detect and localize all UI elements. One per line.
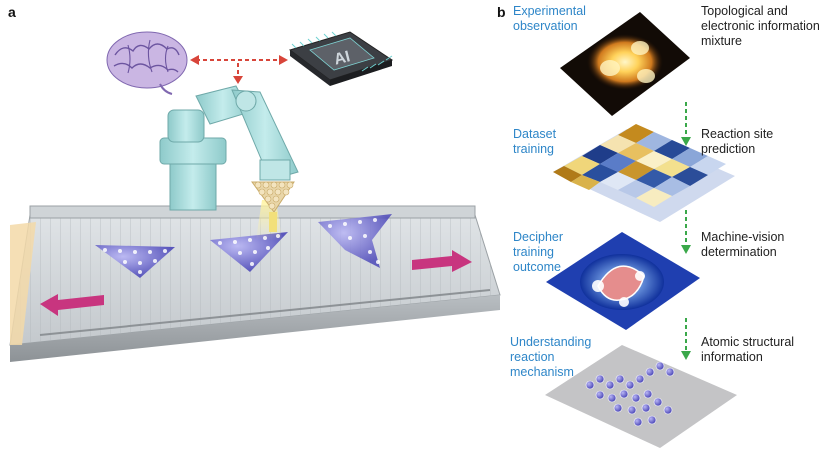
panel-a-letter: a <box>8 4 16 20</box>
panel-a: AI <box>9 31 501 362</box>
atomic-structure-tile <box>545 345 737 448</box>
ai-chip-label: AI <box>332 48 352 68</box>
molecule-island-left <box>95 245 175 278</box>
dataset-grid-tile <box>553 124 735 222</box>
step-2-right-label: Reaction site prediction <box>701 127 774 156</box>
molecule-island-right <box>318 214 392 268</box>
step-1-right-label: Topological and electronic information m… <box>701 4 820 48</box>
step-3-right-label: Machine-vision determination <box>701 230 785 259</box>
machine-vision-tile <box>546 232 700 330</box>
ai-chip-icon: AI <box>288 31 394 86</box>
probe-tip-cone <box>251 181 295 232</box>
step-4-left-label: Understanding reaction mechanism <box>510 335 592 379</box>
step-4-right-label: Atomic structural information <box>701 335 795 364</box>
panel-b <box>545 12 737 448</box>
step-3-left-label: Decipher training outcome <box>513 230 564 274</box>
movement-arrow-left <box>40 294 104 316</box>
slide-table <box>9 205 501 362</box>
movement-arrow-right <box>412 250 472 272</box>
step-flow-arrows <box>681 102 691 360</box>
step-2-left-label: Dataset training <box>513 127 557 156</box>
stm-image-tile <box>560 12 690 116</box>
brain-icon <box>106 31 188 95</box>
robot-arm <box>159 85 299 211</box>
dashed-link-arrows <box>190 55 288 84</box>
step-1-left-label: Experimental observation <box>513 4 586 33</box>
panel-b-letter: b <box>497 4 506 20</box>
